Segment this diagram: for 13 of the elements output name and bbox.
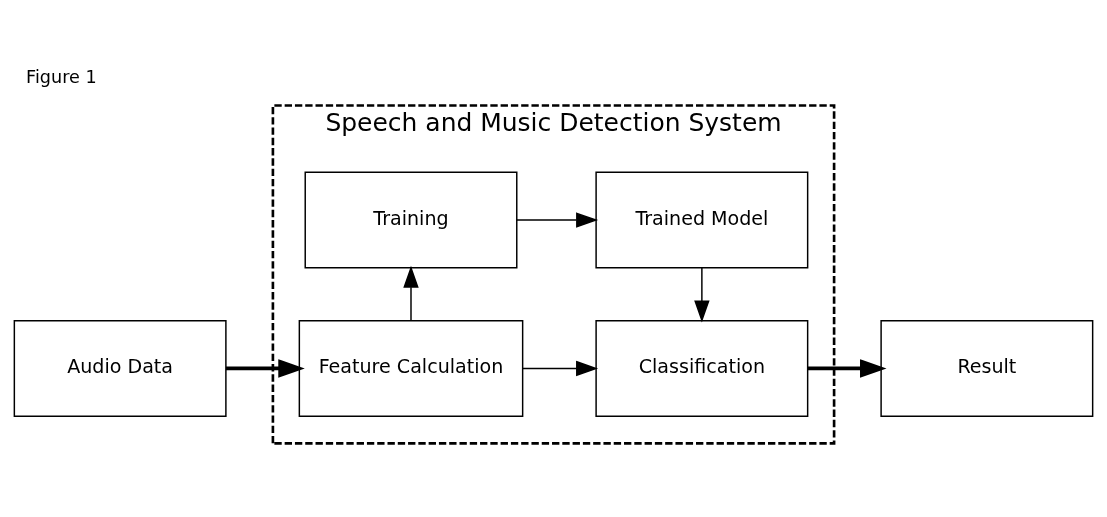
arrow — [225, 358, 305, 378]
arrow — [403, 265, 419, 321]
arrow — [694, 266, 710, 323]
node-box: Classification — [595, 319, 809, 417]
arrow — [808, 358, 887, 378]
arrow — [516, 211, 599, 228]
node-box: Audio Data — [13, 319, 227, 417]
node-box: Trained Model — [595, 171, 809, 269]
diagram-title: Figure 1 — [26, 66, 97, 87]
node-box: Feature Calculation — [298, 319, 524, 417]
node-box: Training — [304, 171, 518, 269]
node-box: Result — [880, 319, 1094, 417]
arrow — [522, 360, 599, 376]
